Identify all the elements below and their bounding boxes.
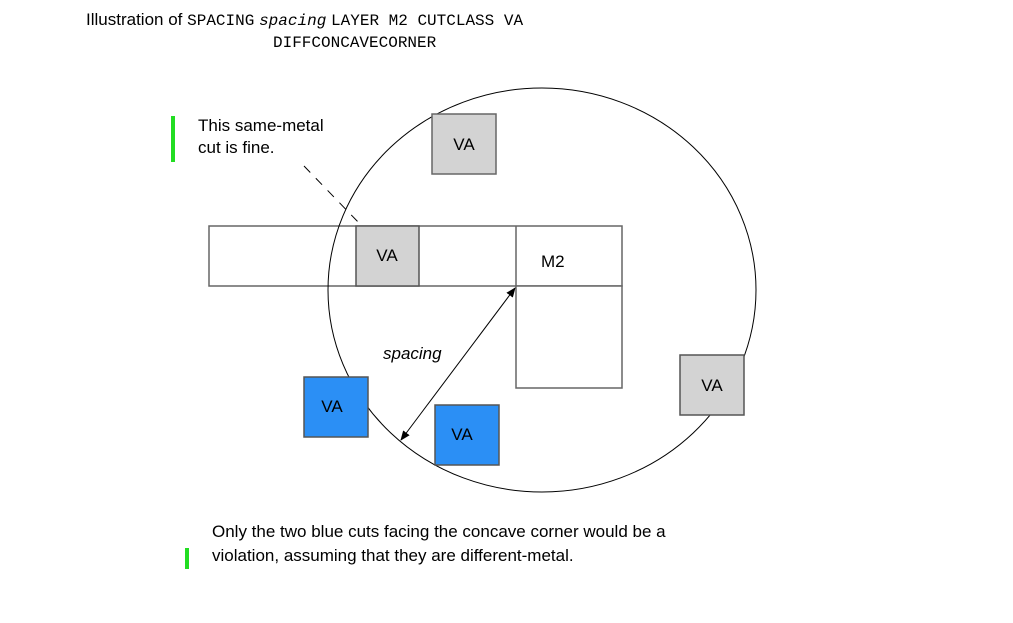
cut-va-on-bar: VA: [355, 225, 420, 287]
violation-note-line1: Only the two blue cuts facing the concav…: [212, 522, 666, 541]
spacing-arrow: [400, 287, 516, 441]
title-prefix: Illustration of: [86, 10, 183, 29]
violation-note-line2: violation, assuming that they are differ…: [212, 546, 574, 565]
same-metal-note: This same-metal cut is fine.: [198, 115, 324, 159]
svg-text:VA: VA: [451, 425, 473, 444]
cut-va-top: VA: [431, 113, 497, 175]
same-metal-note-line2: cut is fine.: [198, 138, 275, 157]
cut-va-blue-mid: VA: [434, 404, 500, 466]
m2-label: M2: [541, 252, 565, 271]
violation-note: Only the two blue cuts facing the concav…: [212, 520, 666, 568]
svg-text:VA: VA: [701, 376, 723, 395]
green-marker-bottom: [185, 548, 189, 569]
spacing-label: spacing: [383, 344, 442, 363]
title-line2: DIFFCONCAVECORNER: [273, 34, 437, 52]
svg-text:VA: VA: [376, 246, 398, 265]
title-keyword-spacing: SPACING: [187, 12, 255, 30]
svg-text:VA: VA: [321, 397, 343, 416]
spacing-circle: [327, 87, 757, 493]
cut-va-right: VA: [679, 354, 745, 416]
diagram-title: Illustration of SPACING spacing LAYER M2…: [86, 8, 523, 33]
title-param-spacing: spacing: [259, 12, 327, 30]
leader-dashed-line: [303, 165, 361, 225]
m2-vertical-bar: [515, 285, 623, 389]
title-keyword-layer: LAYER M2 CUTCLASS VA: [331, 12, 524, 30]
cut-va-blue-left: VA: [303, 376, 369, 438]
svg-text:VA: VA: [453, 135, 475, 154]
same-metal-note-line1: This same-metal: [198, 116, 324, 135]
green-marker-top: [171, 116, 175, 162]
